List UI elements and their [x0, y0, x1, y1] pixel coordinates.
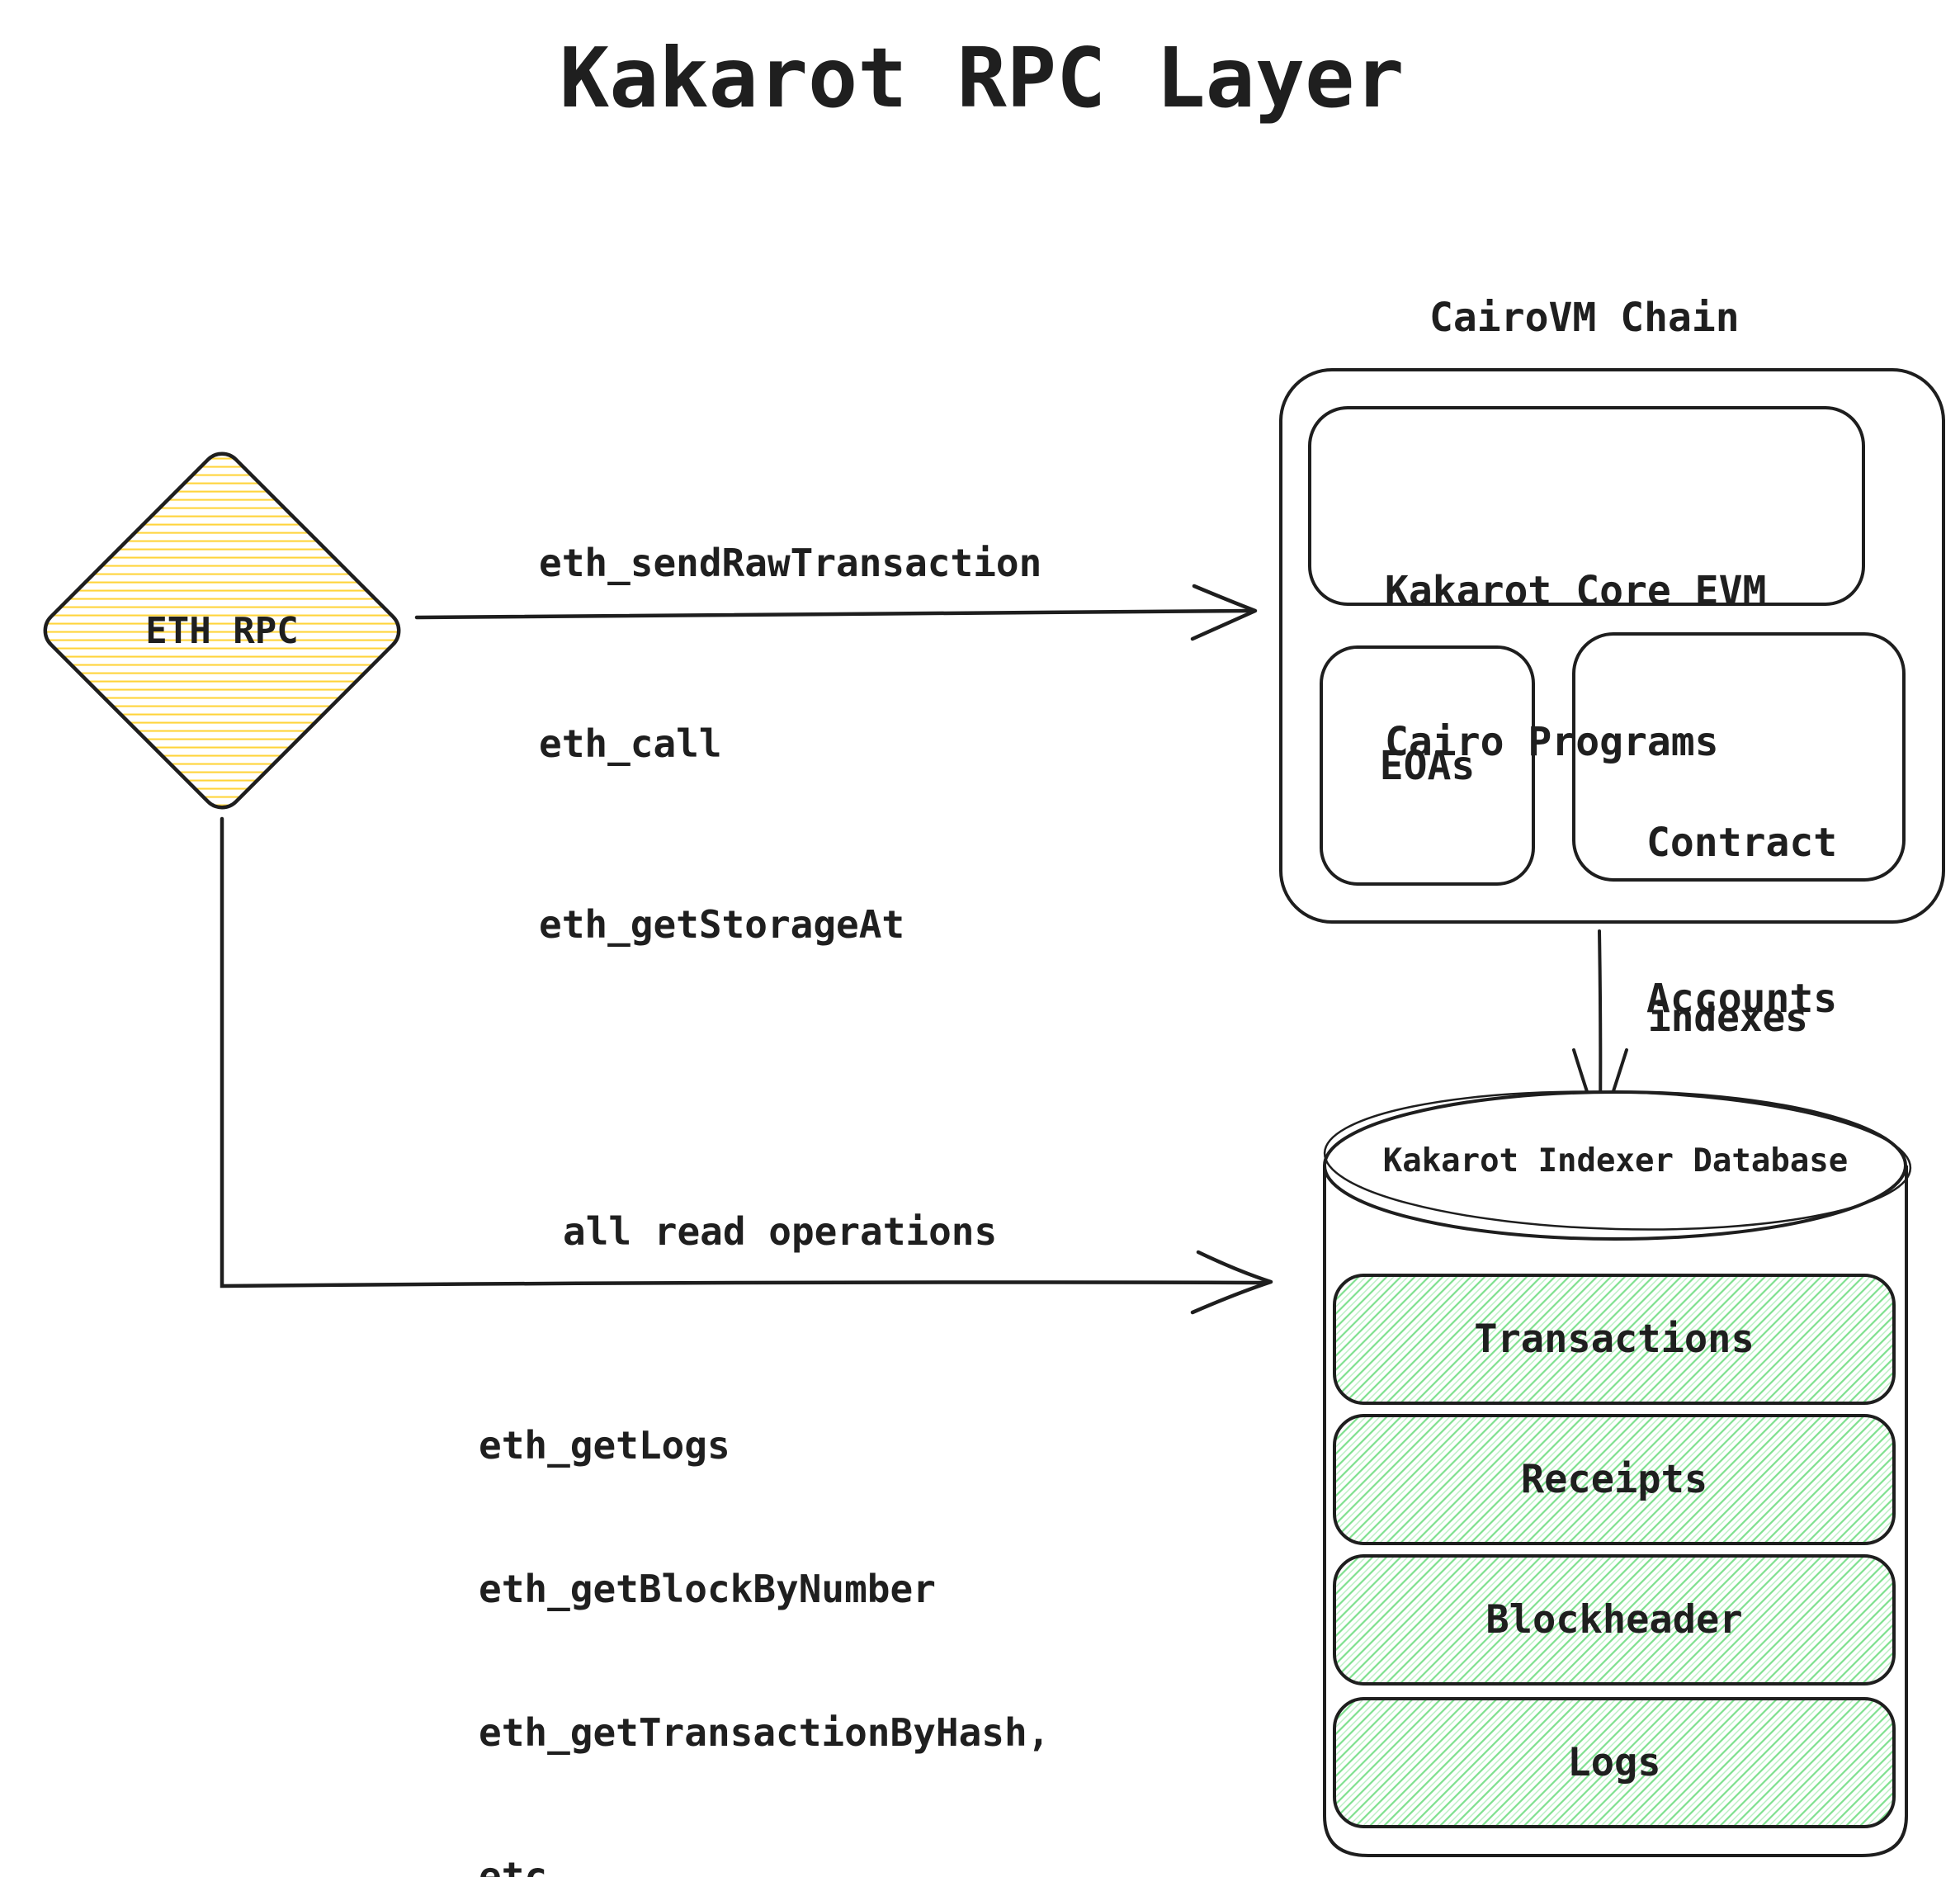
read-arrow	[220, 816, 1267, 1288]
indexes-label: indexes	[1648, 995, 1808, 1040]
eth-rpc-diamond	[43, 452, 401, 810]
collection-box-receipts	[1333, 1414, 1896, 1545]
write-method-label: eth_call	[539, 721, 722, 766]
contract-accounts-label: Contract Accounts	[1646, 713, 1837, 1129]
read-method-label: eth_getLogs	[479, 1423, 730, 1468]
read-operations-label: all read operations	[563, 1209, 998, 1254]
collection-label-blockheader: Blockheader	[1485, 1597, 1743, 1643]
write-arrowhead-icon	[1190, 584, 1258, 641]
write-methods-list: eth_sendRawTransaction eth_call eth_getS…	[539, 413, 1041, 1076]
contract-accounts-box	[1572, 632, 1906, 882]
read-methods-list: eth_getLogs eth_getBlockByNumber eth_get…	[479, 1326, 1050, 1877]
write-method-label: eth_sendRawTransaction	[539, 541, 1042, 585]
collection-label-receipts: Receipts	[1520, 1457, 1708, 1502]
collection-box-logs	[1333, 1697, 1896, 1828]
read-arrowhead-icon	[1190, 1250, 1273, 1315]
write-arrow	[414, 608, 1252, 620]
eth-rpc-label: ETH RPC	[145, 609, 299, 652]
core-evm-label: Kakarot Core EVM Cairo Programs	[1385, 466, 1766, 868]
database-title: Kakarot Indexer Database	[1382, 1142, 1849, 1180]
contract-accounts-label-line2: Accounts	[1646, 976, 1838, 1022]
collection-label-logs: Logs	[1567, 1740, 1661, 1785]
collection-box-blockheader	[1333, 1554, 1896, 1686]
eoas-label: EOAs	[1379, 742, 1476, 789]
eoas-box	[1320, 645, 1535, 886]
collection-label-transactions: Transactions	[1474, 1317, 1755, 1362]
contract-accounts-label-line1: Contract	[1646, 820, 1838, 866]
read-method-label: etc.	[479, 1854, 570, 1877]
core-evm-label-line1: Kakarot Core EVM	[1385, 568, 1767, 614]
core-evm-box	[1308, 406, 1865, 606]
read-method-label: eth_getBlockByNumber	[479, 1567, 936, 1611]
write-method-label: eth_getStorageAt	[539, 902, 905, 947]
cairovm-chain-label: CairoVM Chain	[1429, 295, 1740, 341]
core-evm-label-line2: Cairo Programs	[1385, 719, 1719, 765]
page-title: Kakarot RPC Layer	[560, 30, 1405, 126]
collection-box-transactions	[1333, 1274, 1896, 1405]
read-method-label: eth_getTransactionByHash,	[479, 1710, 1051, 1755]
